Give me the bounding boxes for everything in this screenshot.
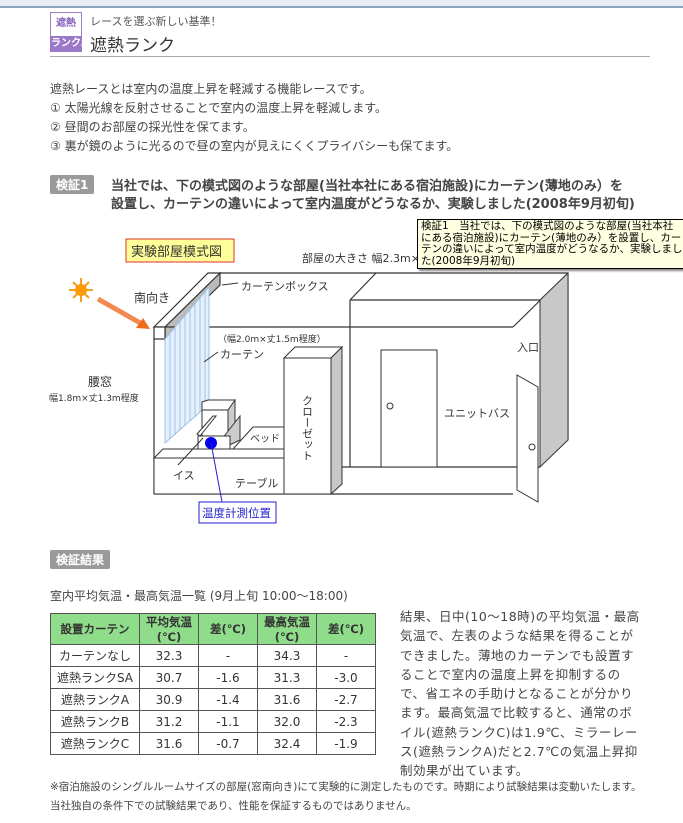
cell: -1.9 bbox=[316, 732, 376, 755]
unit-bath-label: ユニットバス bbox=[444, 407, 510, 420]
cell: 遮熱ランクA bbox=[50, 688, 140, 711]
room-size-label: 部屋の大きさ 幅2.3m× bbox=[302, 251, 420, 265]
cell: 32.4 bbox=[257, 732, 317, 755]
cell: -1.6 bbox=[198, 666, 258, 689]
cell: -1.1 bbox=[198, 710, 258, 733]
col-header: 差(℃) bbox=[198, 613, 258, 645]
sensor-position-label: 温度計測位置 bbox=[202, 506, 271, 520]
chair-label: イス bbox=[173, 469, 195, 482]
window-size-label: 幅1.8m×丈1.3m程度 bbox=[49, 392, 139, 404]
cell: 遮熱ランクSA bbox=[50, 666, 140, 689]
cell: -0.7 bbox=[198, 732, 258, 755]
cell: 遮熱ランクB bbox=[50, 710, 140, 733]
intro-line: 遮熱レースとは室内の温度上昇を軽減する機能レースです。 bbox=[50, 82, 372, 96]
window-label: 腰窓 bbox=[88, 374, 112, 389]
cell: - bbox=[198, 644, 258, 667]
title-divider bbox=[50, 56, 650, 57]
intro-line: ① 太陽光線を反射させることで室内の温度上昇を軽減します。 bbox=[50, 101, 388, 115]
footnote: 当社独自の条件下での試験結果であり、性能を保証するものではありません。 bbox=[50, 800, 417, 812]
cell: 34.3 bbox=[257, 644, 317, 667]
room-diagram: 実験部屋模式図 部屋の大きさ 幅2.3m× 南向き ユニットバス 入口 bbox=[49, 238, 569, 524]
cell: 31.6 bbox=[257, 688, 317, 711]
shading-rank-a-badge: 遮熱 ランクA bbox=[50, 12, 89, 52]
bed-label: ベッド bbox=[250, 433, 280, 445]
entrance-door bbox=[516, 374, 539, 503]
table-header-row: 設置カーテン 平均気温(℃) 差(℃) 最高気温(℃) 差(℃) bbox=[50, 613, 376, 645]
cell: 31.3 bbox=[257, 666, 317, 689]
cell: -2.3 bbox=[316, 710, 376, 733]
intro-line: ② 昼間のお部屋の採光性を保てます。 bbox=[50, 120, 255, 134]
test1-text-line2: 設置し、カーテンの違いによって室内温度がどうなるか、実験しました(2008年9月… bbox=[111, 197, 635, 212]
entrance-label: 入口 bbox=[517, 341, 539, 354]
page-title: 遮熱ランク bbox=[90, 36, 175, 56]
results-label: 検証結果 bbox=[50, 550, 111, 569]
window-top-border bbox=[0, 0, 683, 8]
badge-top-text: 遮熱 bbox=[56, 18, 76, 29]
footnote: ※宿泊施設のシングルルームサイズの部屋(窓南向き)にて実験的に測定したものです。… bbox=[50, 781, 642, 793]
col-header: 設置カーテン bbox=[50, 613, 140, 645]
tooltip: 検証1 当社では、下の模式図のような部屋(当社本社にある宿泊施設)にカーテン(薄… bbox=[417, 219, 683, 269]
curtain-label: カーテン bbox=[220, 348, 264, 361]
sun-icon bbox=[69, 278, 93, 302]
cell: -1.4 bbox=[198, 688, 258, 711]
col-header: 差(℃) bbox=[316, 613, 376, 645]
diagram-title: 実験部屋模式図 bbox=[131, 244, 222, 260]
test1-label: 検証1 bbox=[50, 175, 95, 194]
intro-line: ③ 裏が鏡のように光るので昼の室内が見えにくくプライバシーも保てます。 bbox=[50, 139, 459, 153]
diagram-title-box bbox=[125, 238, 235, 263]
table-label: テーブル bbox=[235, 476, 278, 490]
page-subtitle: レースを選ぶ新しい基準！ bbox=[90, 15, 222, 28]
test1-text-line1: 当社では、下の模式図のような部屋(当社本社にある宿泊施設)にカーテン(薄地のみ）… bbox=[111, 179, 623, 194]
closet bbox=[283, 357, 332, 495]
curtain-box-label: カーテンボックス bbox=[241, 280, 329, 293]
cell: 30.9 bbox=[139, 688, 199, 711]
cell: -2.7 bbox=[316, 688, 376, 711]
badge-bottom-text: ランクA bbox=[51, 36, 89, 51]
cell: 30.7 bbox=[139, 666, 199, 689]
cell: 32.0 bbox=[257, 710, 317, 733]
south-facing-label: 南向き bbox=[134, 290, 170, 305]
cell: 32.3 bbox=[139, 644, 199, 667]
results-description: 結果、日中(10～18時)の平均気温・最高気温で、左表のような結果を得ることがで… bbox=[400, 609, 640, 779]
col-header: 平均気温(℃) bbox=[139, 613, 199, 645]
cell: 31.6 bbox=[139, 732, 199, 755]
cell: カーテンなし bbox=[50, 644, 140, 667]
cell: 31.2 bbox=[139, 710, 199, 733]
curtain-size-label: （幅2.0m×丈1.5m程度） bbox=[218, 333, 326, 345]
cell: -3.0 bbox=[316, 666, 376, 689]
sunlight-arrow-icon bbox=[96, 296, 150, 329]
closet-label: クローゼット bbox=[301, 395, 314, 461]
cell: 遮熱ランクC bbox=[50, 732, 140, 755]
chair bbox=[196, 398, 241, 450]
curtain bbox=[164, 285, 210, 445]
col-header: 最高気温(℃) bbox=[257, 613, 317, 645]
results-caption: 室内平均気温・最高気温一覧 (9月上旬 10:00～18:00) bbox=[50, 589, 348, 603]
cell: - bbox=[316, 644, 376, 667]
